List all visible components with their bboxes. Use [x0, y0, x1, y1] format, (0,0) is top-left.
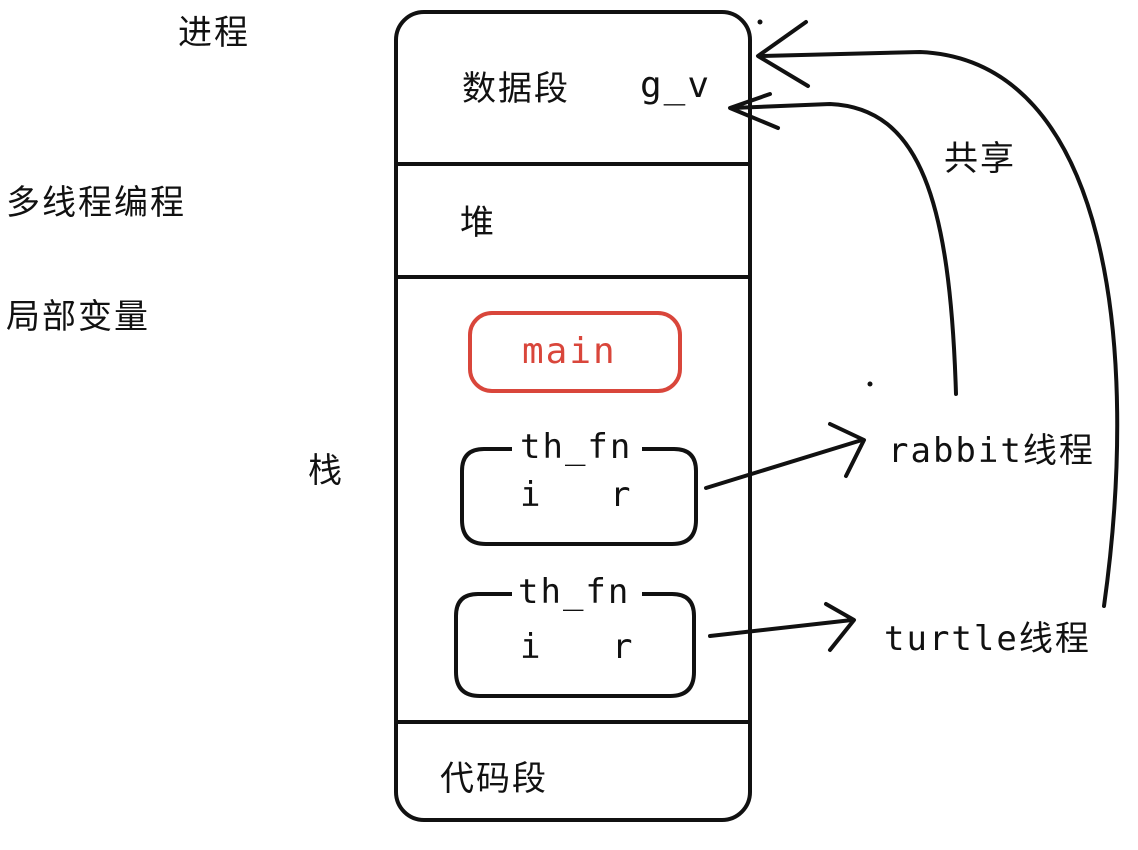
main-frame-box [468, 311, 682, 393]
arrowhead-turtle-data [756, 20, 810, 88]
shared-label: 共享 [944, 139, 1016, 179]
code-segment-label: 代码段 [440, 759, 548, 799]
process-label: 进程 [178, 13, 250, 53]
thread-frame-2-var-i: i [520, 627, 543, 667]
stray-dot-middle [867, 381, 873, 387]
heap-label: 堆 [460, 203, 496, 243]
thread-frame-box-2 [454, 592, 696, 698]
local-vars-label: 局部变量 [6, 297, 150, 337]
global-var-label: g_v [640, 65, 712, 106]
arrowhead-turtle [824, 602, 856, 652]
rabbit-thread-label: rabbit线程 [888, 431, 1095, 471]
main-frame-label: main [522, 331, 617, 372]
thread-frame-1-fn: th_fn [520, 427, 633, 467]
turtle-thread-label: turtle线程 [884, 619, 1091, 659]
thread-frame-box-1 [460, 447, 698, 546]
arrowhead-rabbit-gv [728, 92, 780, 130]
arrowhead-rabbit [828, 422, 866, 478]
thread-frame-2-fn: th_fn [518, 572, 631, 612]
arrow-frame1-to-rabbit [704, 438, 864, 490]
thread-frame-2-var-r: r [612, 627, 635, 667]
process-memory-box [394, 10, 752, 822]
data-segment-label: 数据段 [462, 69, 570, 109]
arrow-rabbit-to-gv [730, 101, 958, 396]
stack-label: 栈 [308, 451, 344, 491]
thread-frame-1-var-i: i [520, 475, 543, 515]
arrow-frame2-to-turtle [708, 618, 854, 638]
stray-dot-top [757, 19, 763, 25]
arrow-turtle-to-data [758, 49, 1120, 608]
thread-frame-1-var-r: r [610, 475, 633, 515]
multithread-label: 多线程编程 [6, 183, 186, 223]
